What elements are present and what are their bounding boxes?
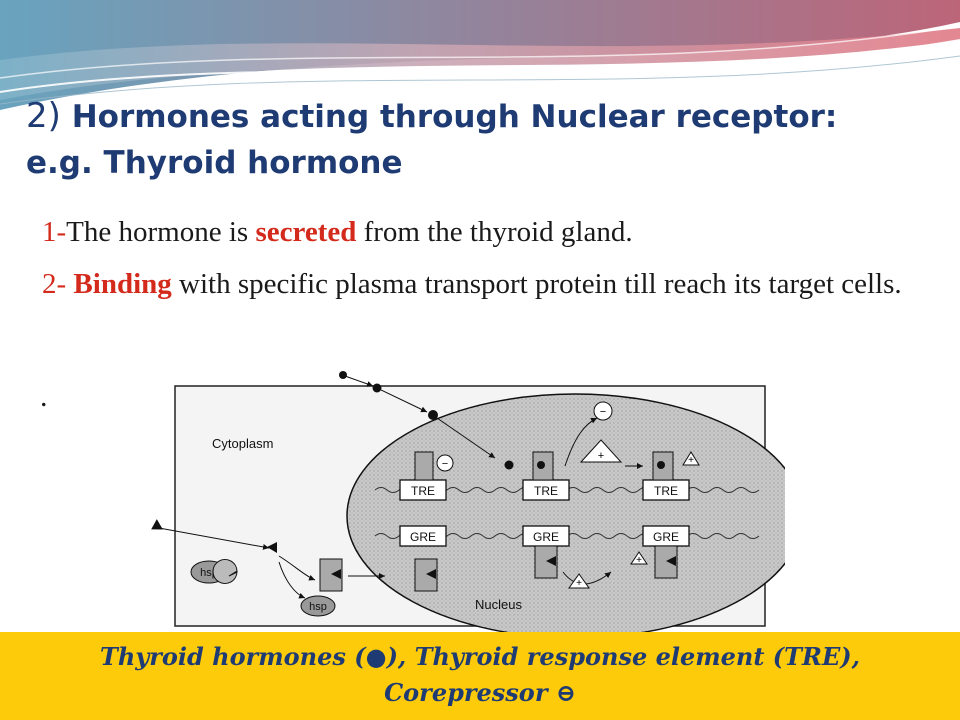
svg-text:TRE: TRE: [534, 484, 558, 498]
bullet-1-keyword: secreted: [255, 216, 357, 248]
svg-text:GRE: GRE: [653, 530, 679, 544]
svg-text:GRE: GRE: [533, 530, 559, 544]
gre-box-2: GRE: [522, 525, 570, 547]
svg-text:+: +: [576, 578, 582, 589]
empty-bullet-dot: .: [40, 380, 48, 413]
bullet-2-index: 2-: [42, 268, 67, 300]
hsp-label-2: hsp: [309, 601, 327, 613]
footer-bar: [0, 632, 960, 720]
diagram-svg: Cytoplasm Nucleus TRE: [151, 371, 804, 639]
title-line2: e.g. Thyroid hormone: [26, 145, 403, 182]
svg-text:GRE: GRE: [410, 530, 436, 544]
figure-caption: Thyroid hormones (●), Thyroid response e…: [0, 639, 960, 711]
nucleus-label: Nucleus: [475, 597, 522, 612]
svg-text:+: +: [688, 455, 694, 466]
thyroid-receptor-3: +: [652, 451, 700, 481]
bullet-1: 1-The hormone is secreted from the thyro…: [42, 214, 922, 250]
thyroid-receptor-1: −: [414, 451, 454, 481]
tre-box-3: TRE: [642, 479, 690, 501]
svg-text:−: −: [600, 406, 606, 418]
svg-text:−: −: [442, 458, 448, 470]
svg-text:+: +: [636, 555, 642, 566]
glucocorticoid-path: hsp hsp + +: [151, 519, 678, 617]
header-swoosh-decoration: [0, 0, 960, 110]
bullet-2: 2- Binding with specific plasma transpor…: [42, 266, 920, 302]
title-number: 2): [26, 96, 61, 136]
bullet-2-text-after: with specific plasma transport protein t…: [171, 268, 902, 300]
title-line1: Hormones acting through Nuclear receptor…: [71, 99, 838, 135]
caption-line-1: Thyroid hormones (●), Thyroid response e…: [100, 642, 860, 671]
caption-line-2: Corepressor ⊖: [384, 678, 576, 707]
bullet-1-index: 1-: [42, 216, 67, 248]
tre-box-2: TRE: [522, 479, 570, 501]
coactivator-triangle: + −: [564, 401, 643, 469]
gre-box-3: GRE: [642, 525, 690, 547]
svg-text:TRE: TRE: [411, 484, 435, 498]
tre-box-1: TRE: [399, 479, 447, 501]
svg-text:TRE: TRE: [654, 484, 678, 498]
cytoplasm-label: Cytoplasm: [212, 436, 273, 451]
nucleus-shape: [346, 393, 804, 639]
svg-text:+: +: [598, 450, 604, 462]
bullet-1-text-after: from the thyroid gland.: [356, 216, 633, 248]
thyroid-hormone-dots: [339, 371, 514, 470]
bullet-2-keyword: Binding: [73, 268, 172, 300]
bullet-1-text-before: The hormone is: [66, 216, 256, 248]
thyroid-receptor-2: [532, 451, 554, 481]
gre-box-1: GRE: [399, 525, 447, 547]
slide-title: 2) Hormones acting through Nuclear recep…: [26, 92, 926, 186]
nuclear-receptor-diagram: Cytoplasm Nucleus TRE: [145, 366, 804, 640]
